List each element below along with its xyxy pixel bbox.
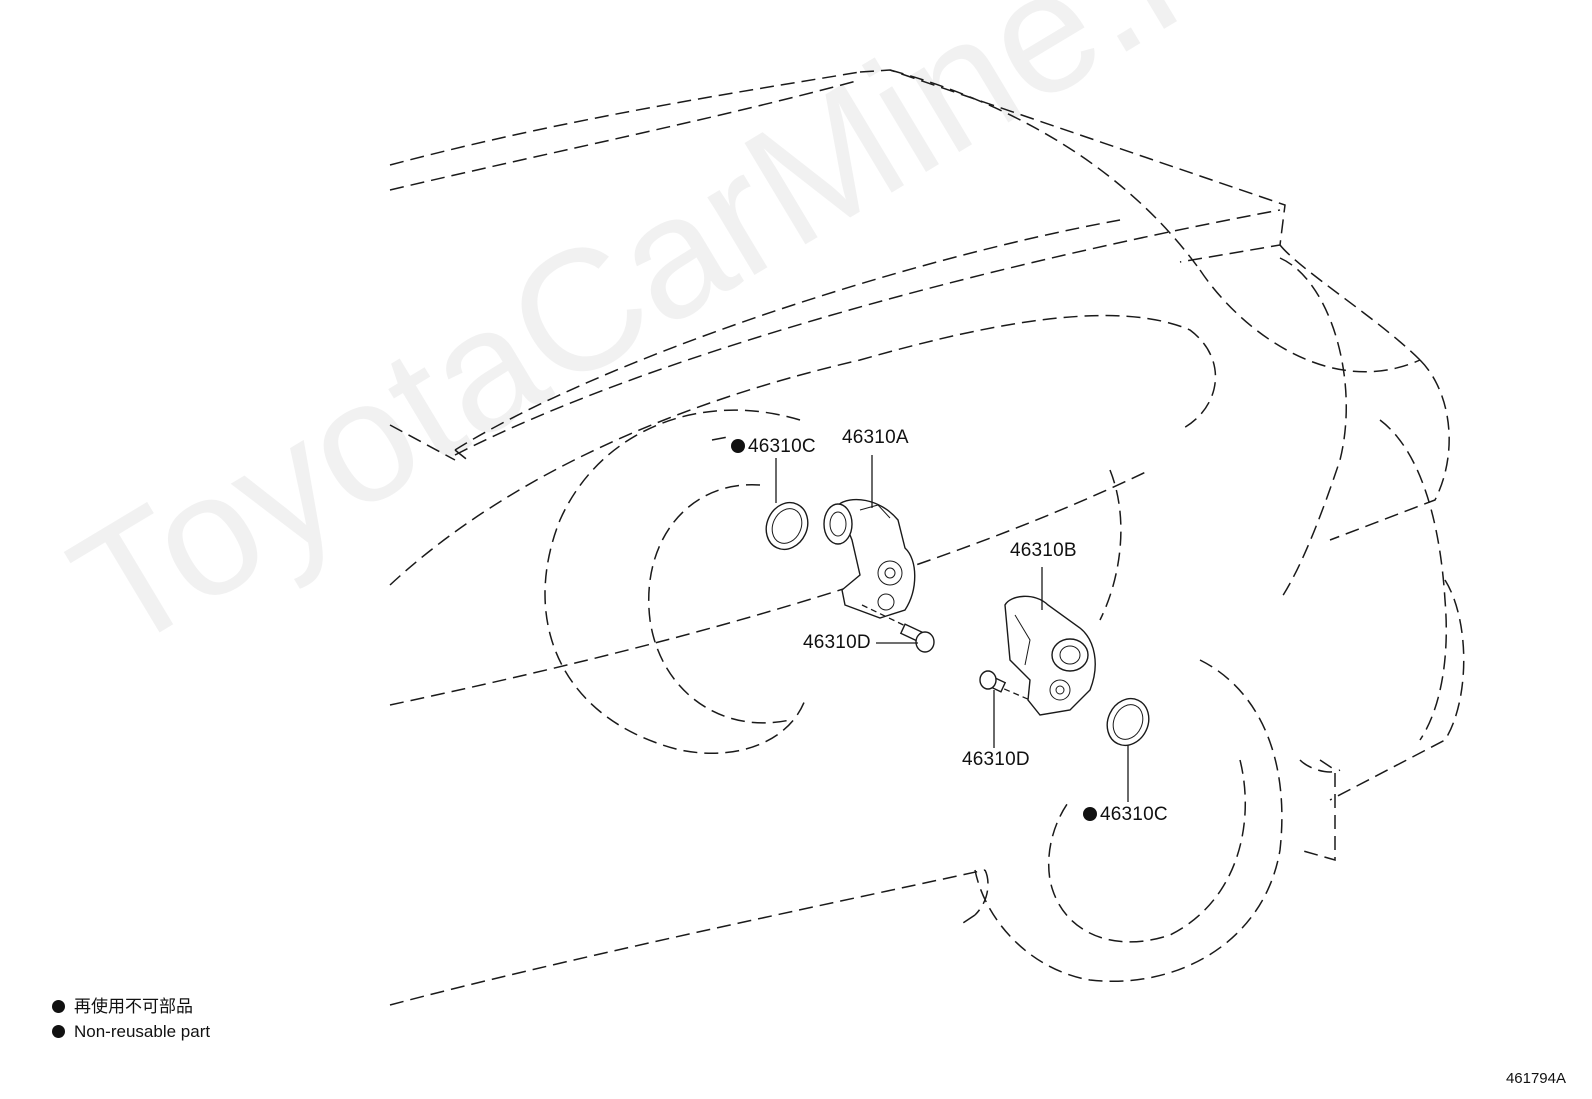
left-actuator-part <box>823 455 916 619</box>
glass-line <box>454 209 1281 463</box>
left-wheel-outline <box>544 409 806 754</box>
right-bolt-part <box>979 670 1031 748</box>
right-o-ring-part <box>1106 697 1150 802</box>
callout-46310b[interactable]: 46310B <box>1010 540 1077 561</box>
right-actuator-part <box>1004 567 1096 716</box>
legend-english: Non-reusable part <box>52 1023 210 1040</box>
fender-outline <box>389 314 1448 741</box>
rear-bumper-outline <box>1299 579 1465 861</box>
left-bolt-part <box>861 604 935 653</box>
callout-46310d-right[interactable]: 46310D <box>962 749 1030 770</box>
right-wheel-outline <box>974 469 1283 982</box>
callout-46310c-right[interactable]: 46310C <box>1083 805 1168 824</box>
roof-outline <box>389 69 1450 601</box>
non-reusable-dot-icon <box>1083 807 1097 821</box>
callout-46310a[interactable]: 46310A <box>842 427 909 448</box>
left-o-ring-part <box>765 458 809 551</box>
rocker-outline <box>389 869 989 1006</box>
non-reusable-dot-icon <box>731 439 745 453</box>
filled-circle-icon <box>52 1025 65 1038</box>
callout-46310c-left[interactable]: 46310C <box>731 437 816 456</box>
filled-circle-icon <box>52 1000 65 1013</box>
callout-46310d-left[interactable]: 46310D <box>803 632 871 653</box>
diagram-reference-number: 461794A <box>1505 1070 1566 1087</box>
legend-japanese: 再使用不可部品 <box>52 998 193 1015</box>
